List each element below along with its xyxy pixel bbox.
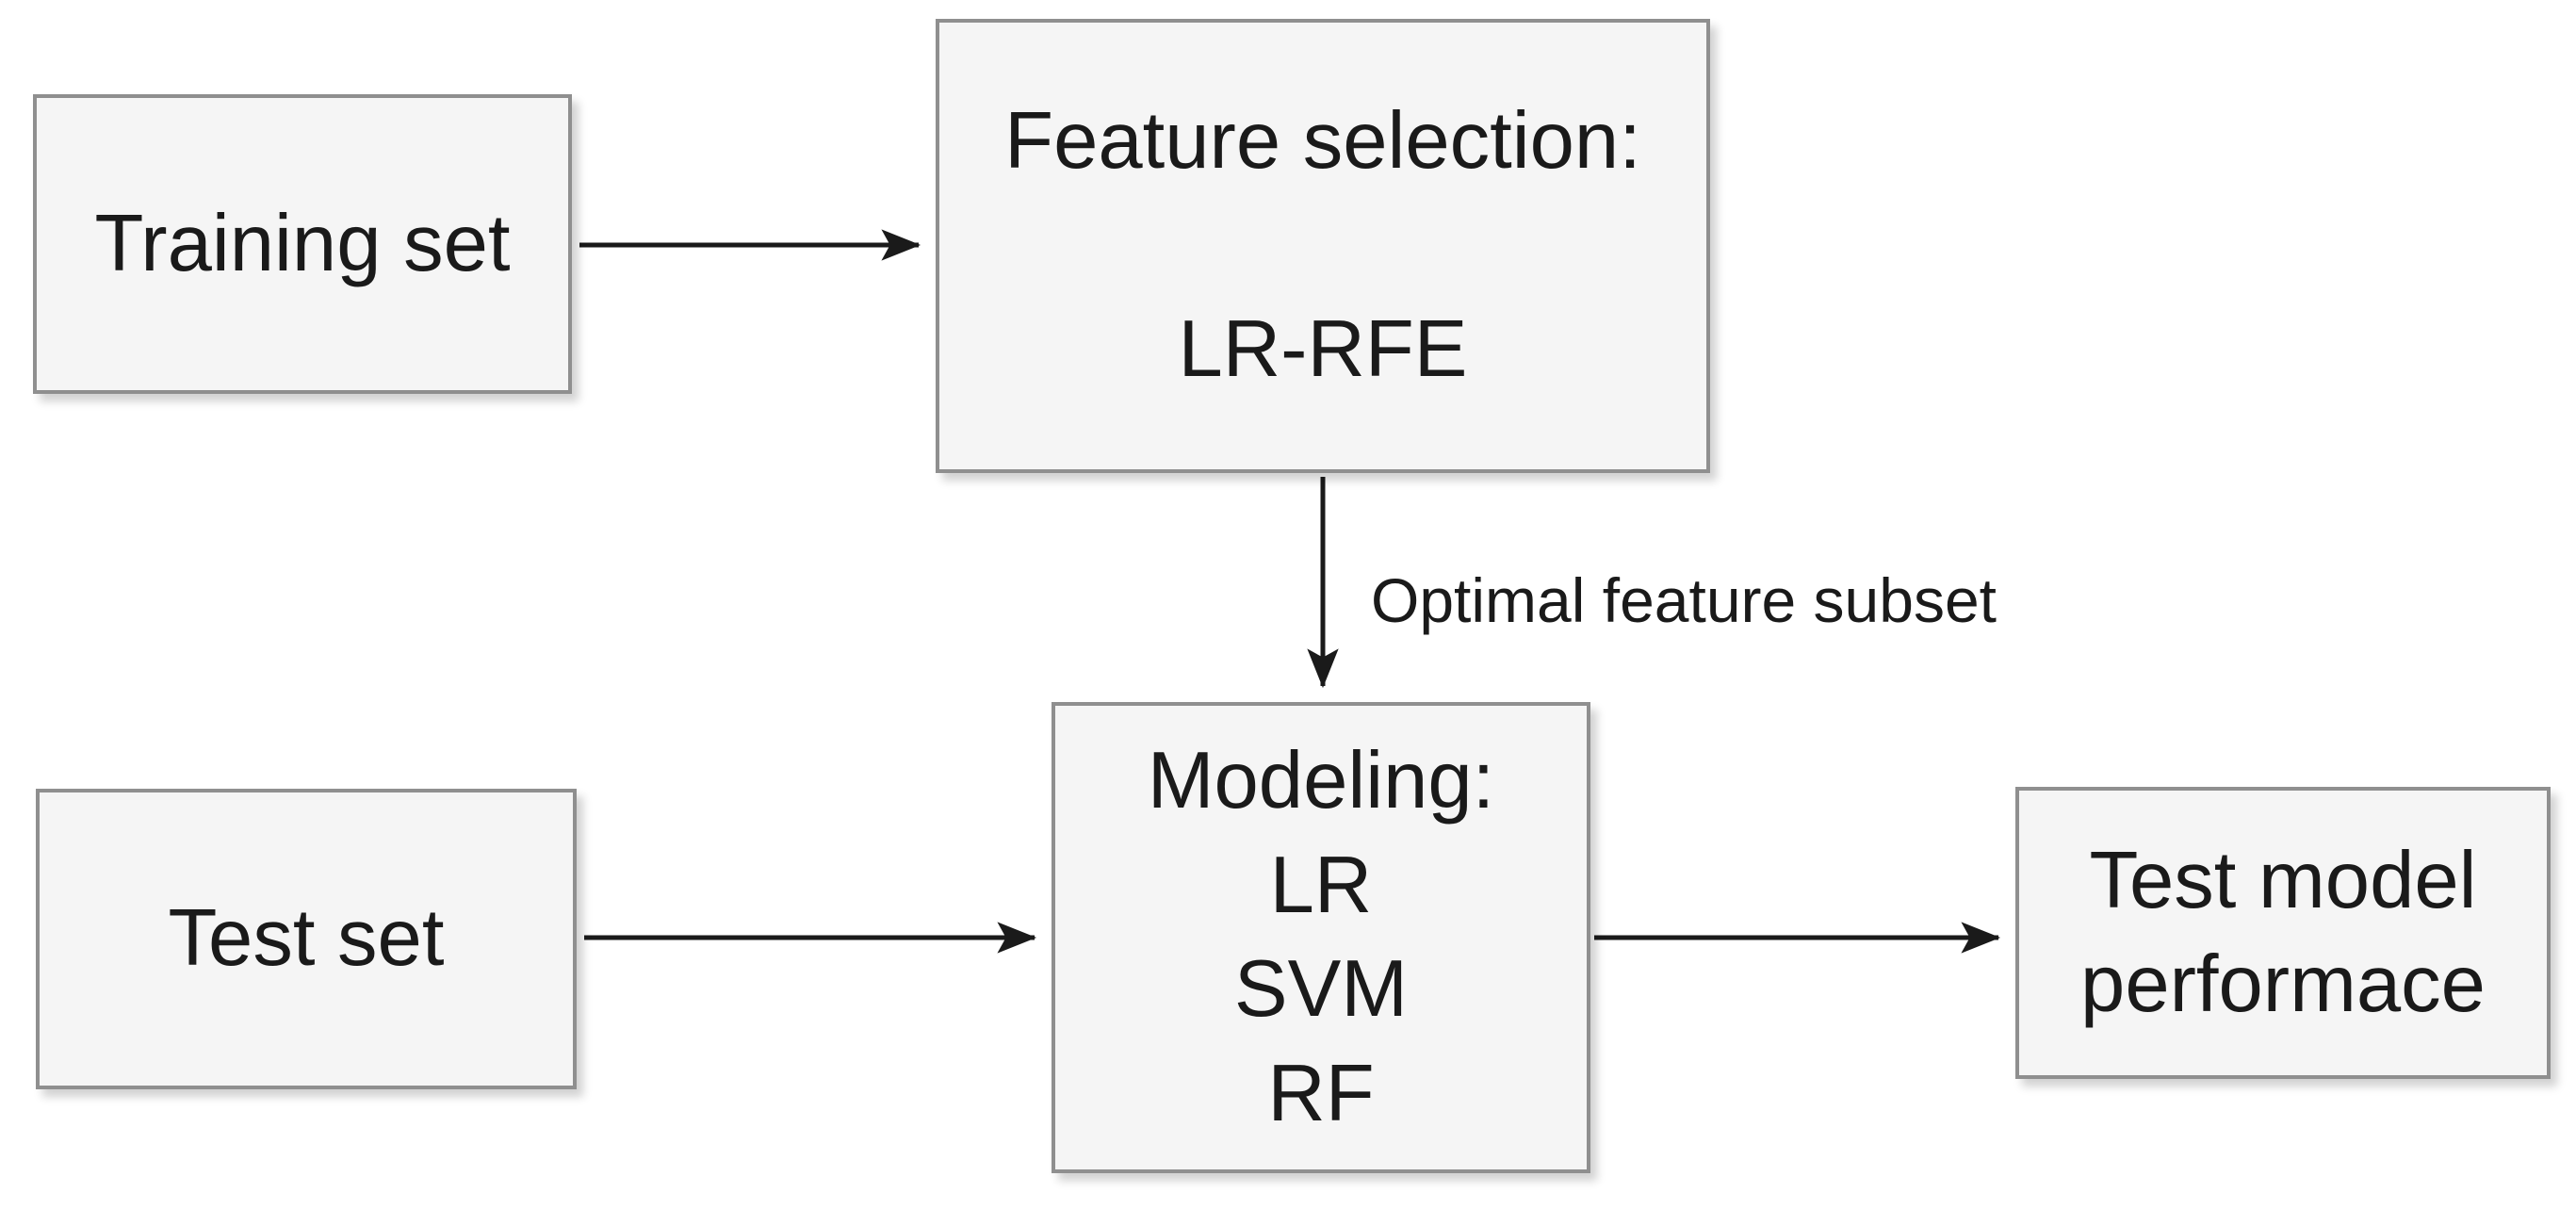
edge-label-optimal-feature-subset: Optimal feature subset xyxy=(1371,565,1997,635)
node-training-set-label: Training set xyxy=(94,198,511,288)
node-test-model-performance-label: Test model performace xyxy=(2080,835,2486,1030)
node-training-set: Training set xyxy=(33,94,572,394)
node-feature-selection: Feature selection: LR-RFE xyxy=(936,19,1710,473)
node-feature-selection-label: Feature selection: LR-RFE xyxy=(1004,96,1641,395)
node-test-model-performance: Test model performace xyxy=(2015,787,2551,1079)
node-test-set: Test set xyxy=(36,789,577,1089)
node-test-set-label: Test set xyxy=(168,893,445,984)
node-modeling: Modeling: LR SVM RF xyxy=(1052,702,1590,1173)
node-modeling-label: Modeling: LR SVM RF xyxy=(1147,736,1495,1138)
